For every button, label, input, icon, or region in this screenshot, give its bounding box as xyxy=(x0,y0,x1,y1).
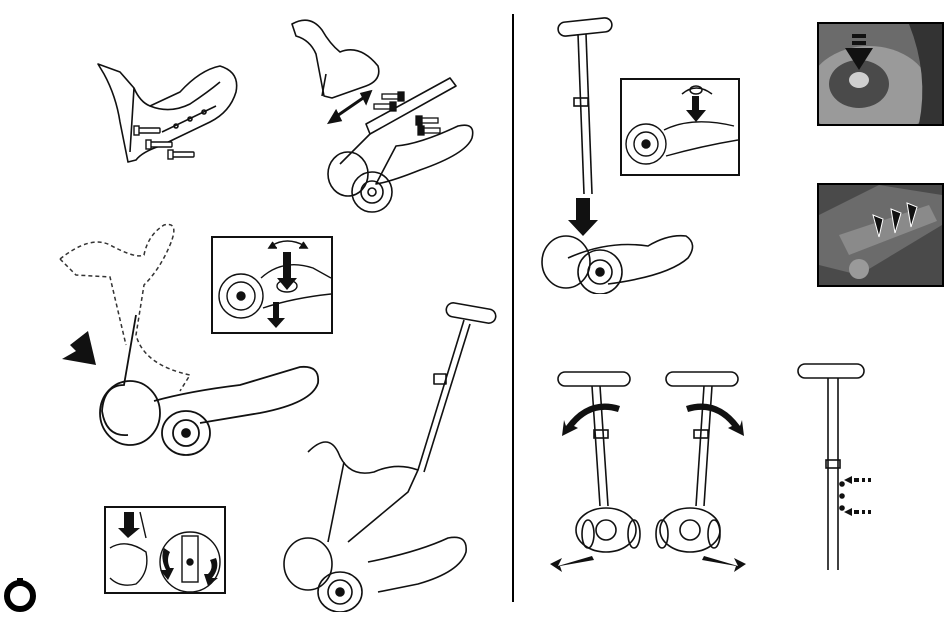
thick-arrow-icon xyxy=(62,331,96,365)
thick-arrow-icon xyxy=(686,96,706,122)
steering-left-diagram xyxy=(548,366,653,576)
photo-clip-detail xyxy=(817,183,944,287)
handle-adjust-illustration xyxy=(790,356,890,576)
page-divider xyxy=(512,14,514,602)
ride-on-mode-diagram xyxy=(268,302,508,612)
rotate-arrows-icon xyxy=(269,241,307,248)
seat-bracket-illustration xyxy=(90,52,250,172)
steering-right-illustration xyxy=(652,366,757,576)
dashed-arrow-icon xyxy=(844,476,871,516)
photo-button-detail xyxy=(817,22,944,126)
seat-attach-illustration xyxy=(270,14,490,214)
thick-arrow-icon xyxy=(550,556,594,572)
steering-left-illustration xyxy=(548,366,653,576)
curved-arrow-icon xyxy=(562,404,620,437)
steering-right-diagram xyxy=(652,366,757,576)
seat-attach-diagram xyxy=(270,14,490,214)
ride-on-mode-illustration xyxy=(268,302,508,612)
handle-adjust-diagram xyxy=(790,356,890,576)
seat-bracket-diagram xyxy=(90,52,250,172)
thick-arrow-icon xyxy=(702,556,746,572)
thick-arrow-icon xyxy=(118,512,218,586)
clip-adjust-inset xyxy=(104,506,226,594)
rotate-arrows-icon xyxy=(682,86,712,94)
thick-arrow-icon xyxy=(568,198,598,236)
ring-marker-icon xyxy=(2,578,38,614)
handle-bolt-inset xyxy=(620,78,740,176)
